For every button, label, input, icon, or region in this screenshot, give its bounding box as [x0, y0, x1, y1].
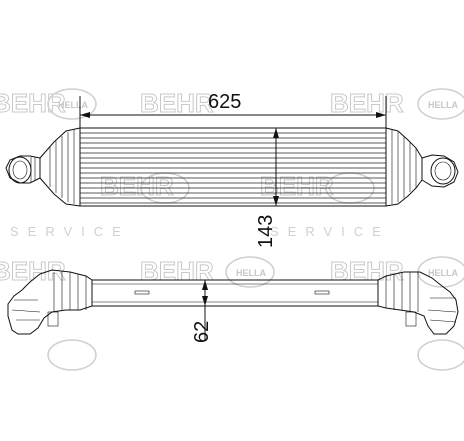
width-dimension: 625	[79, 91, 387, 128]
watermark-hella-1: HELLA	[58, 100, 88, 110]
top-view	[5, 127, 459, 207]
depth-dimension: 62	[191, 280, 213, 343]
side-right-tank	[377, 271, 459, 335]
core-outline	[79, 127, 387, 207]
watermark-hella-4: HELLA	[428, 268, 458, 278]
watermark-brand-4: BEHR	[0, 256, 66, 286]
watermark-hella-logo-5: HELLA	[225, 256, 275, 288]
core-fins	[80, 132, 386, 204]
watermark-service-1: SERVICE	[10, 224, 130, 239]
side-view	[7, 269, 459, 335]
right-tank	[385, 127, 423, 207]
watermark-brand-2: BEHR	[140, 88, 214, 118]
watermark-layer: BEHR BEHR BEHR BEHR BEHR BEHR BEHR BEHR …	[0, 88, 464, 371]
width-label: 625	[208, 91, 241, 113]
watermark-brand-7: BEHR	[100, 171, 174, 201]
watermark-hella-logo-8	[417, 339, 464, 371]
watermark-brand-8: BEHR	[260, 171, 334, 201]
watermark-brand-6: BEHR	[330, 256, 404, 286]
left-tank	[39, 127, 81, 207]
watermark-service-2: SERVICE	[270, 224, 390, 239]
side-core	[91, 279, 379, 307]
watermark-hella-logo-7	[47, 339, 97, 371]
depth-label: 62	[191, 321, 213, 343]
watermark-hella-3: HELLA	[236, 268, 266, 278]
right-outlet	[421, 154, 459, 188]
watermark-hella-logo-2: HELLA	[417, 88, 464, 120]
watermark-brand-3: BEHR	[330, 88, 404, 118]
watermark-hella-logo-1: HELLA	[47, 88, 97, 120]
watermark-hella-2: HELLA	[428, 100, 458, 110]
watermark-brand-5: BEHR	[140, 256, 214, 286]
height-label: 143	[255, 215, 277, 248]
left-inlet	[5, 155, 41, 184]
watermark-hella-logo-6: HELLA	[417, 256, 464, 288]
height-dimension: 143	[255, 128, 279, 248]
